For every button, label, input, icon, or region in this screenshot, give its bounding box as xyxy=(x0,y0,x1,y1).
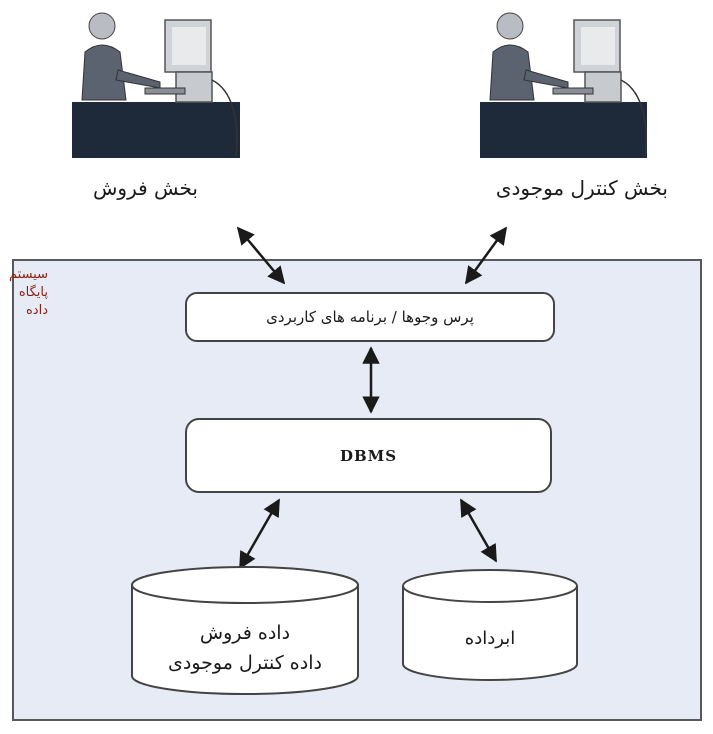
metadata-label: ابرداده xyxy=(464,628,516,649)
sales-to-queries-arrow xyxy=(236,226,286,285)
dbms-box: DBMS xyxy=(185,418,552,493)
queries-applications-box: پرس وجوها / برنامه های کاربردی xyxy=(185,292,555,342)
inventory-department-label: بخش کنترل موجودی xyxy=(495,176,668,200)
sales-department-label: بخش فروش xyxy=(93,176,198,200)
dbms-to-metadata-arrow xyxy=(459,498,498,563)
data-store-cylinder xyxy=(131,566,359,695)
inventory-to-queries-arrow xyxy=(464,226,508,285)
sales-workstation-icon xyxy=(72,12,240,158)
metadata-cylinder xyxy=(402,569,578,681)
dbms-to-data-store-arrow xyxy=(238,498,281,570)
inventory-workstation-icon xyxy=(480,12,647,158)
database-system-label: سیستم پایگاه داده xyxy=(9,267,48,318)
data-store-label: داده فروش داده کنترل موجودی xyxy=(168,622,322,674)
